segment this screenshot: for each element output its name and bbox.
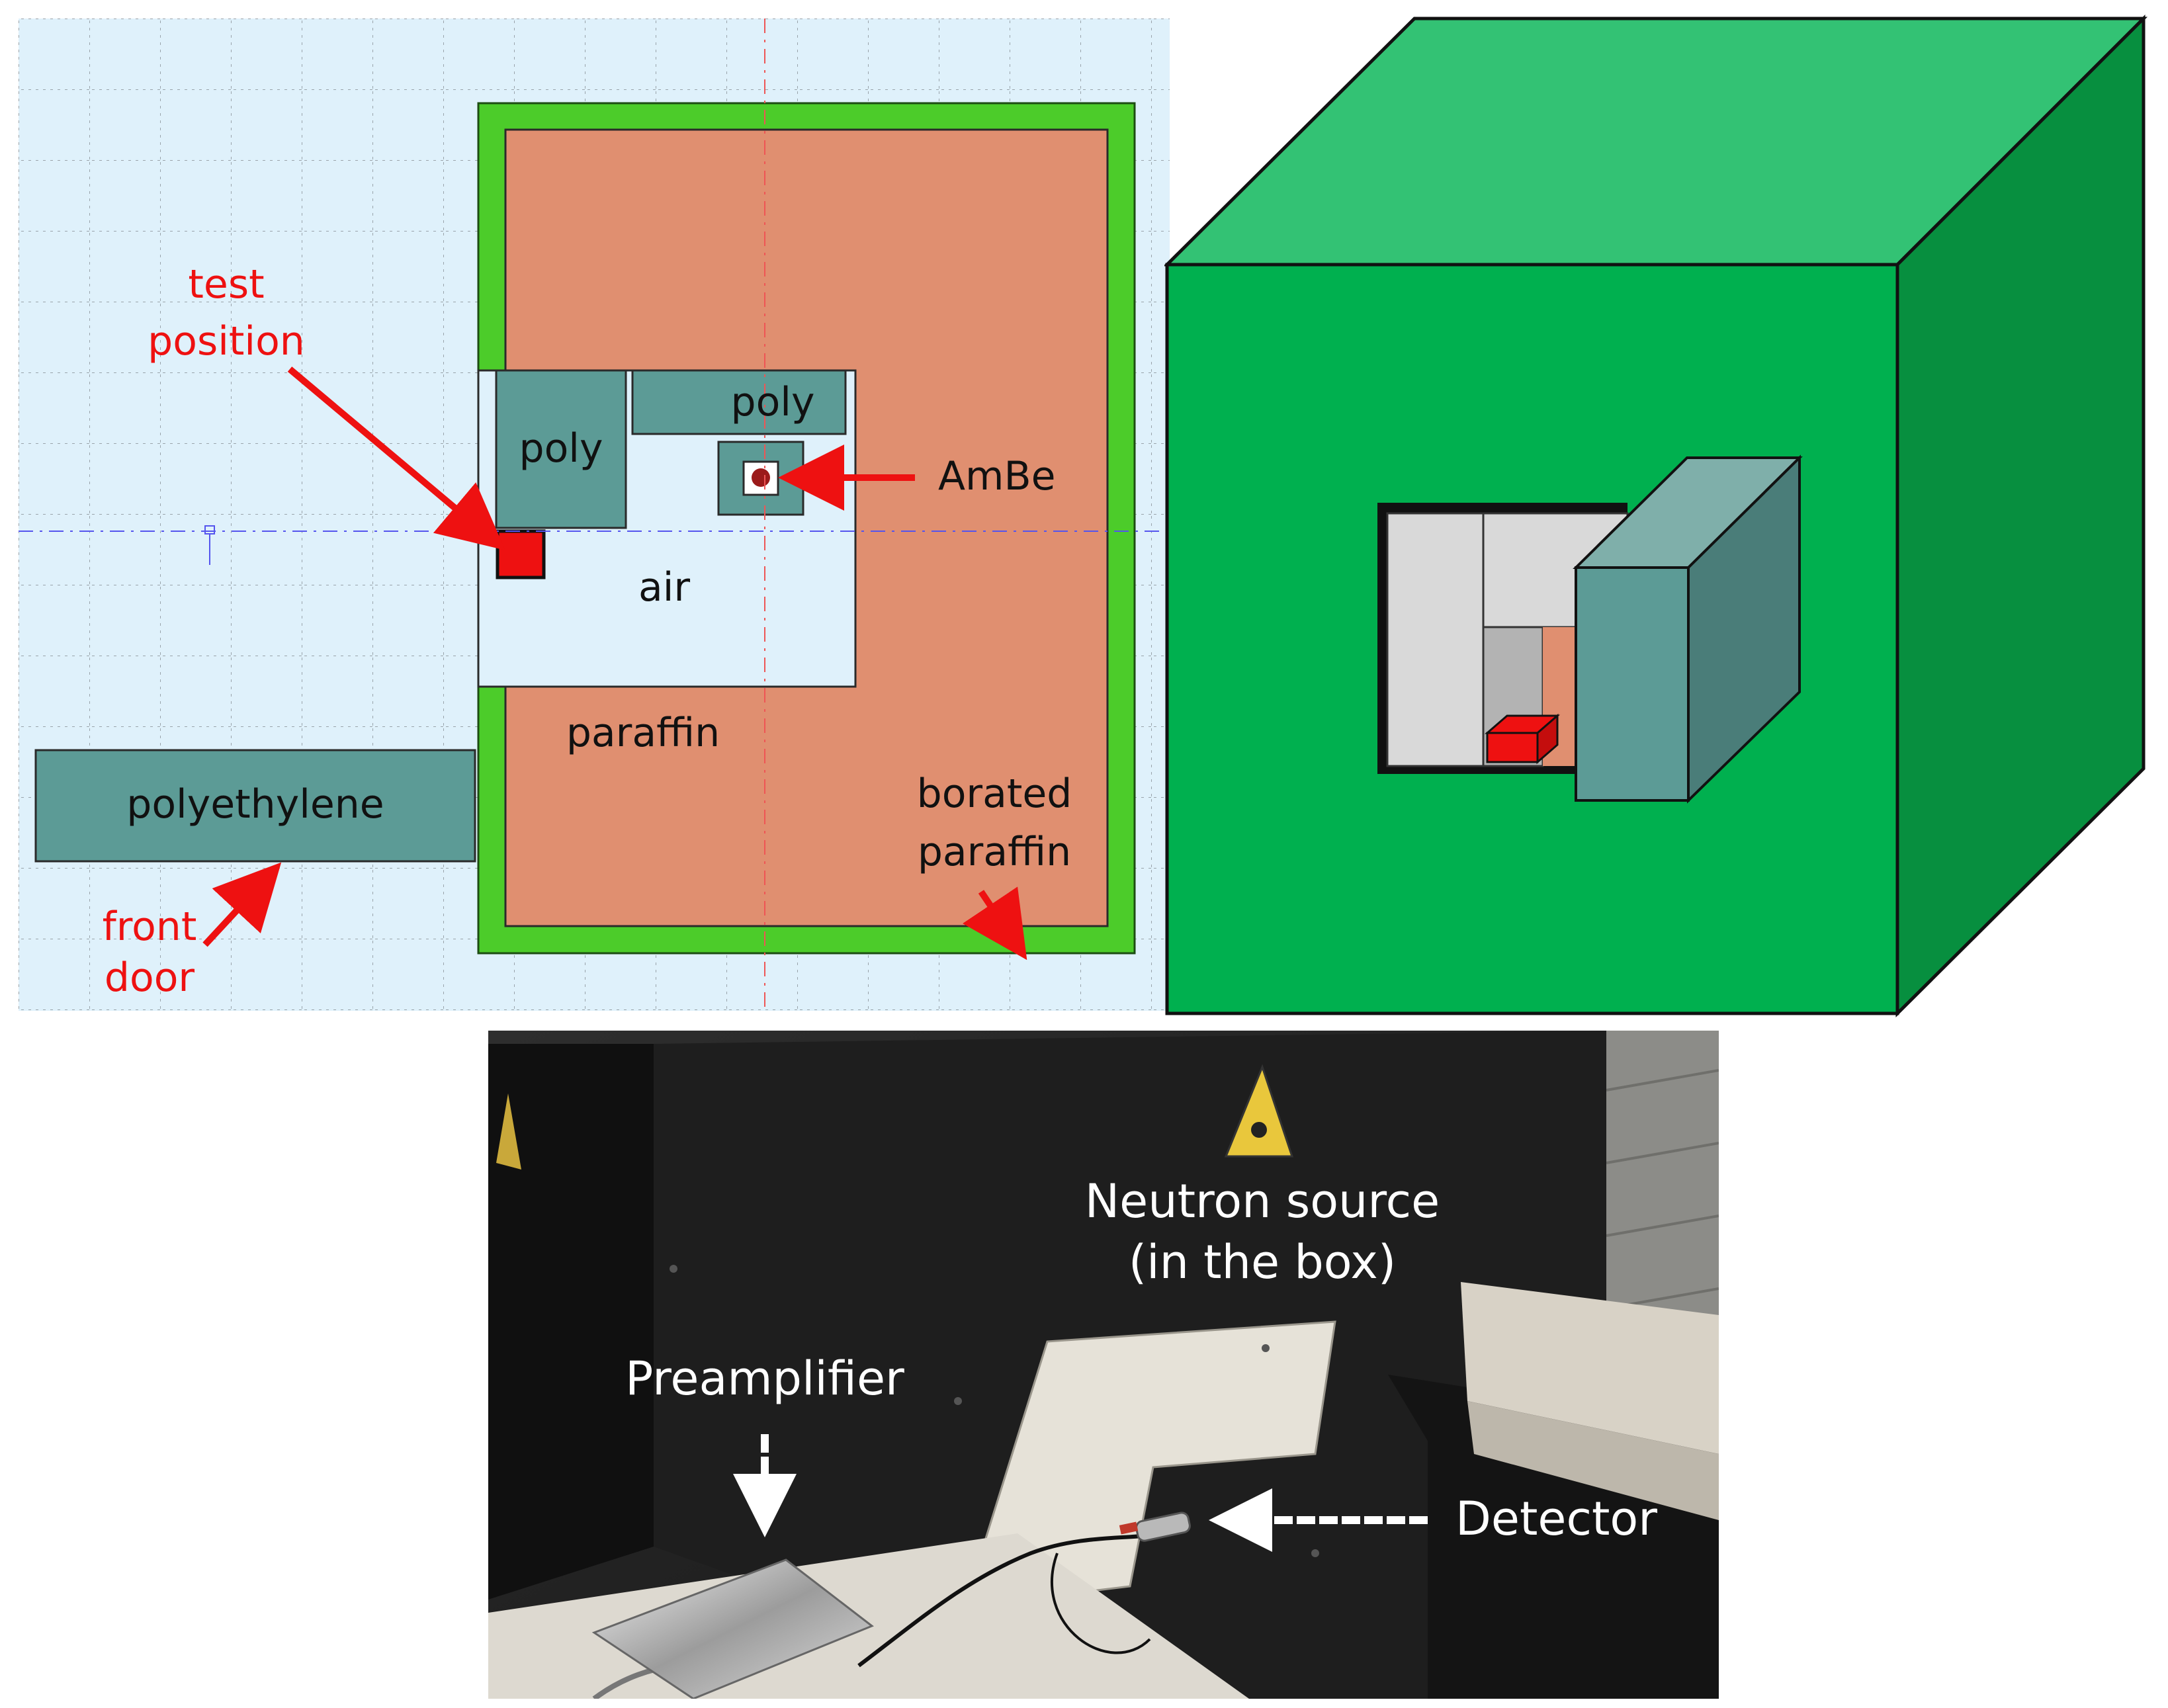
cavity-wall-left xyxy=(1386,512,1485,767)
label-test-line1: test xyxy=(188,261,264,308)
test-position-arrow xyxy=(287,366,505,550)
label-detector: Detector xyxy=(1455,1492,1657,1546)
signal-cable xyxy=(857,1531,1157,1668)
signal-cable-loop xyxy=(1051,1553,1151,1654)
label-borated-line2: paraffin xyxy=(918,829,1071,875)
panel-bolts xyxy=(670,1265,1319,1557)
label-test-line2: position xyxy=(148,318,305,364)
borated-paraffin-arrow xyxy=(963,886,1027,961)
radiation-trefoil-center xyxy=(1251,1122,1267,1138)
label-polyethylene: polyethylene xyxy=(126,781,384,828)
white-shield-block-front xyxy=(1467,1401,1719,1520)
experimental-setup-photo: Neutron source (in the box) Preamplifier… xyxy=(488,1031,1719,1699)
label-front-line2: door xyxy=(105,955,195,1001)
shielding-cross-section-schematic: poly poly air paraffin polyethylene AmBe… xyxy=(19,19,1170,1011)
label-borated-line1: borated xyxy=(917,771,1072,817)
label-ambe: AmBe xyxy=(938,453,1056,499)
ambe-source xyxy=(752,468,770,487)
left-warning-sign xyxy=(496,1093,521,1170)
white-shield-block xyxy=(1461,1282,1719,1454)
poly-block-left xyxy=(495,369,627,529)
shielding-box-top xyxy=(488,1044,654,1600)
label-neutron-source-line2: (in the box) xyxy=(1129,1235,1396,1289)
label-preamplifier: Preamplifier xyxy=(625,1351,904,1406)
label-poly-left: poly xyxy=(519,425,603,472)
detector-connector xyxy=(1119,1521,1139,1535)
label-neutron-source-line1: Neutron source xyxy=(1085,1174,1440,1228)
detector-tube xyxy=(1135,1512,1191,1542)
shielding-box-3d-view xyxy=(1164,14,2148,1018)
radiation-warning-sign xyxy=(1224,1064,1294,1158)
label-paraffin: paraffin xyxy=(566,710,720,756)
label-front-line1: front xyxy=(103,904,197,950)
poly-block-top xyxy=(631,369,847,435)
test-position-marker xyxy=(496,529,546,579)
label-poly-top: poly xyxy=(731,379,815,425)
poly-door-front xyxy=(1575,566,1690,802)
sample-front xyxy=(1486,732,1539,763)
preamplifier-foil xyxy=(591,1559,874,1699)
polyethylene-front-door xyxy=(34,749,476,863)
label-air: air xyxy=(638,564,690,611)
front-door-arrow xyxy=(202,862,282,947)
